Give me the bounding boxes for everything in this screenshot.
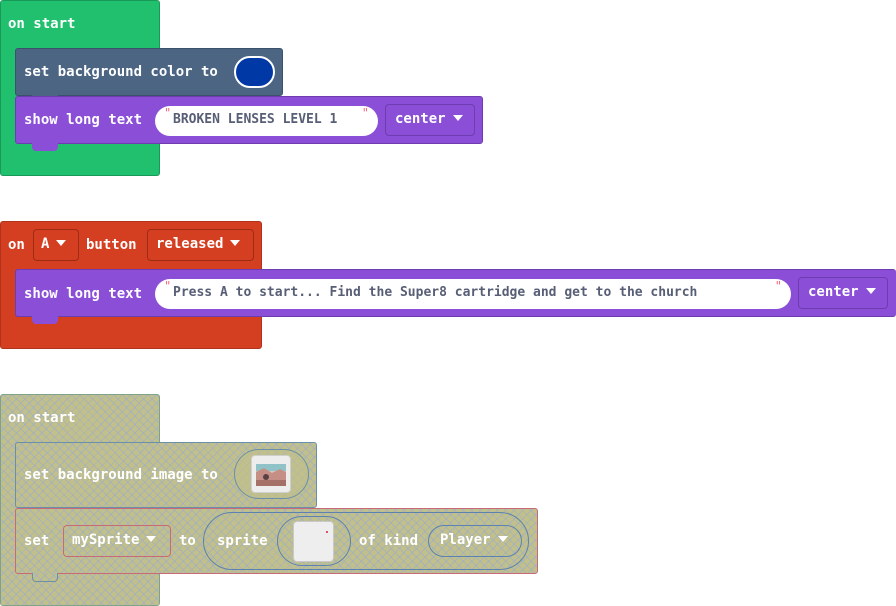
show-long-text-label: show long text (24, 112, 143, 128)
close-quote-icon: " (361, 106, 369, 120)
alignment-value: center (395, 111, 446, 127)
on-start-label: on start (8, 410, 76, 426)
open-quote-icon: " (164, 106, 172, 120)
button-label: button (86, 237, 137, 253)
sprite-label: sprite (217, 533, 268, 549)
text-value: BROKEN LENSES LEVEL 1 (173, 112, 338, 127)
sprite-image-thumbnail-icon[interactable] (293, 521, 334, 562)
on-start-label: on start (8, 16, 76, 32)
close-quote-icon: " (774, 279, 782, 293)
button-value: A (41, 236, 50, 252)
caret-down-icon (452, 115, 463, 121)
block-notch (32, 573, 58, 582)
caret-down-icon (146, 536, 157, 542)
variable-dropdown[interactable]: mySprite (63, 525, 171, 557)
alignment-dropdown[interactable]: center (385, 104, 475, 136)
caret-down-icon (230, 240, 241, 246)
sprite-image-field[interactable] (277, 516, 351, 566)
background-image-thumbnail (256, 464, 286, 486)
caret-down-icon (497, 536, 508, 542)
alignment-dropdown[interactable]: center (798, 277, 888, 309)
text-input[interactable]: " BROKEN LENSES LEVEL 1 " (155, 106, 378, 136)
sprite-create-block[interactable] (203, 512, 529, 570)
open-quote-icon: " (164, 279, 172, 293)
caret-down-icon (865, 288, 876, 294)
alignment-value: center (808, 284, 859, 300)
variable-value: mySprite (72, 532, 140, 548)
event-value: released (156, 236, 224, 252)
of-kind-label: of kind (359, 533, 419, 549)
kind-value: Player (440, 532, 491, 548)
set-background-image-label: set background image to (24, 467, 218, 483)
block-notch (32, 143, 58, 151)
event-dropdown[interactable]: released (147, 229, 254, 261)
caret-down-icon (56, 240, 67, 246)
set-label: set (24, 533, 50, 549)
on-label: on (8, 237, 25, 253)
button-dropdown[interactable]: A (33, 229, 79, 261)
background-image-thumbnail-icon[interactable] (251, 455, 291, 493)
kind-dropdown[interactable]: Player (428, 525, 522, 557)
set-background-color-label: set background color to (24, 64, 218, 80)
text-value: Press A to start... Find the Super8 cart… (173, 285, 698, 300)
block-notch (32, 316, 58, 324)
text-input[interactable]: " Press A to start... Find the Super8 ca… (155, 279, 791, 309)
to-label: to (179, 533, 196, 549)
background-color-swatch[interactable] (234, 56, 275, 88)
sprite-image-thumbnail (326, 531, 328, 533)
show-long-text-label: show long text (24, 286, 143, 302)
